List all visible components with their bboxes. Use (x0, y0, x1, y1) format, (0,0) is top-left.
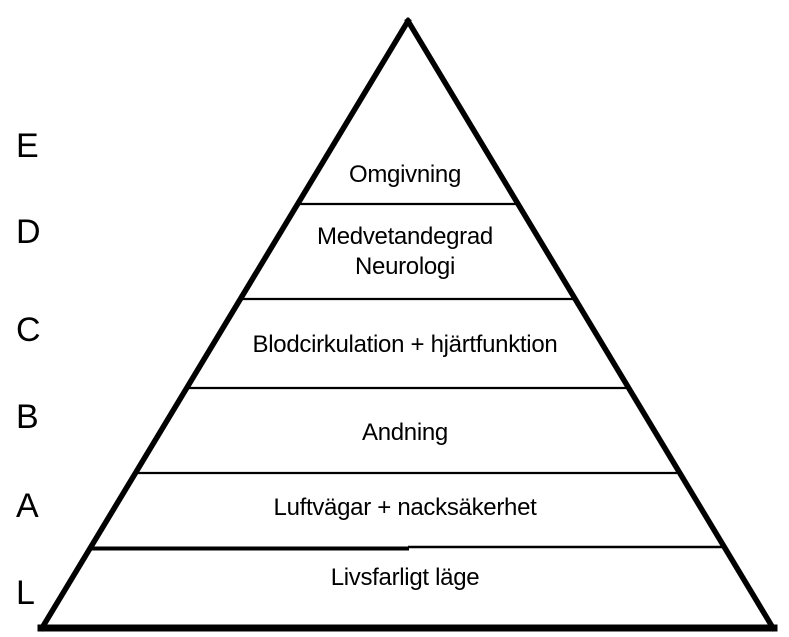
pyramid-left-edge (38, 17, 412, 632)
band-label-andning: Andning (362, 419, 448, 446)
level-letter-c: C (16, 311, 41, 349)
level-letter-l: L (16, 574, 35, 612)
band-label-luftvagar: Luftvägar + nacksäkerhet (273, 494, 537, 521)
band-label-medvetandegrad: Medvetandegrad Neurologi (317, 223, 493, 280)
level-letter-b: B (16, 398, 39, 436)
level-letter-d: D (16, 213, 41, 251)
band-label-livsfarligt: Livsfarligt läge (330, 564, 480, 591)
pyramid-right-edge (404, 17, 777, 632)
band-label-blodcirkulation: Blodcirkulation + hjärtfunktion (252, 331, 558, 358)
band-label-omgivning: Omgivning (348, 161, 461, 188)
level-letter-e: E (16, 127, 39, 165)
level-letter-a: A (16, 487, 39, 525)
